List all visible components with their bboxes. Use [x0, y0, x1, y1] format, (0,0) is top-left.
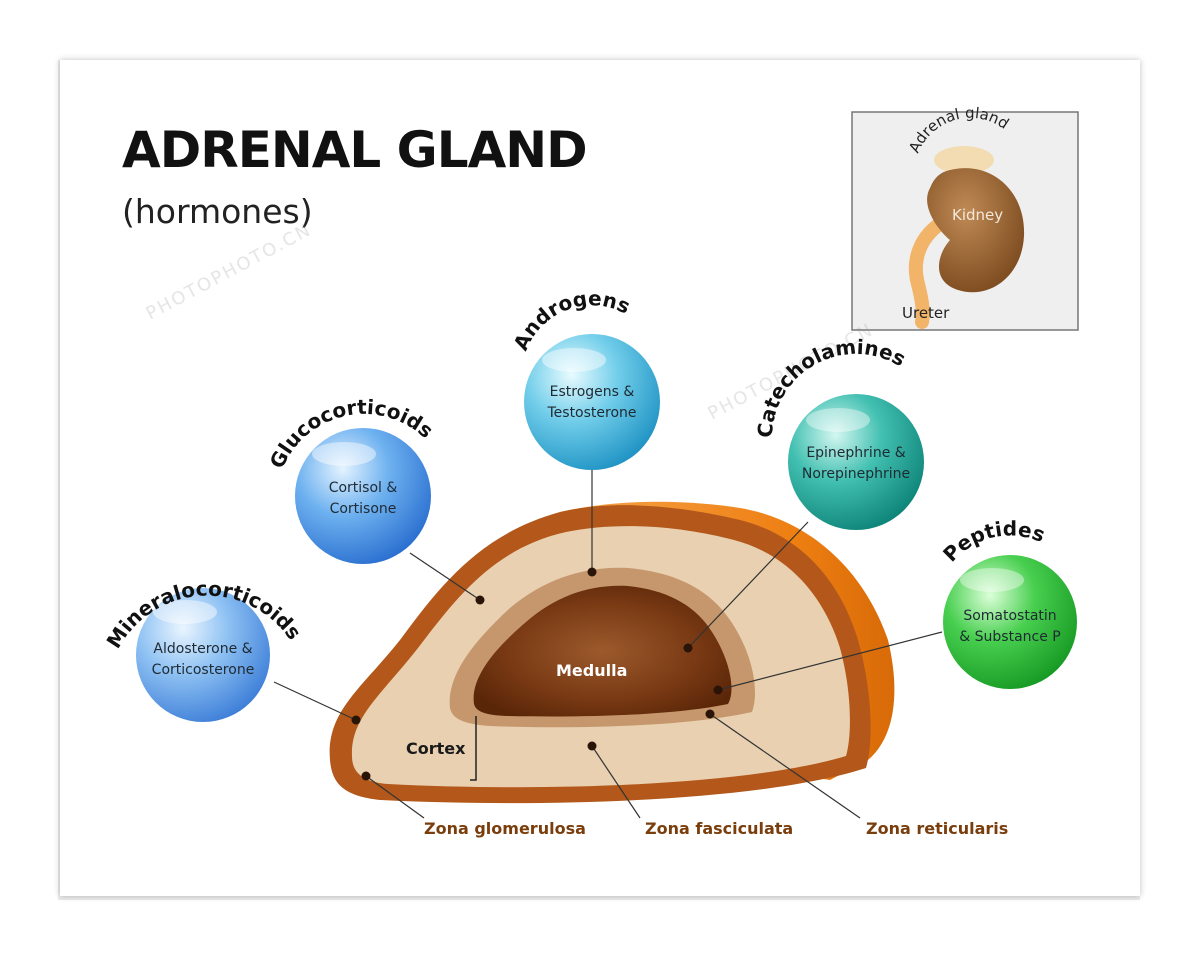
medulla-label: Medulla — [556, 661, 627, 680]
hormone-peptides: Somatostatin & Substance P Peptides — [938, 517, 1077, 689]
inset-panel: Adrenal gland Kidney Ureter — [851, 104, 1079, 331]
mineralo-ball — [136, 588, 270, 722]
dot-glomerulosa — [361, 771, 371, 781]
andro-highlight — [542, 348, 606, 372]
dot-gluco — [475, 595, 485, 605]
dot-reticularis — [705, 709, 715, 719]
gland-body: Medulla Cortex — [329, 501, 895, 804]
leader-reticularis — [709, 713, 861, 819]
leader-fasciculata — [591, 745, 641, 819]
dot-fasciculata — [587, 741, 597, 751]
gluco-highlight — [312, 442, 376, 466]
leader-gluco — [409, 552, 481, 601]
inset-adrenal-shape — [934, 146, 994, 174]
page-subtitle: (hormones) — [122, 192, 313, 231]
zona-glomerulosa-label: Zona glomerulosa — [424, 819, 586, 838]
peptides-ball — [943, 555, 1077, 689]
inset-ureter-label: Ureter — [902, 304, 950, 322]
andro-line2: Testosterone — [546, 405, 636, 421]
leader-catech — [687, 521, 809, 649]
andro-line1: Estrogens & — [550, 384, 635, 400]
medulla-shape — [473, 585, 732, 717]
leader-peptides — [717, 631, 943, 691]
watermark-1: PHOTOPHOTO.CN — [142, 219, 315, 324]
leader-dots — [351, 567, 723, 781]
zona-fasciculata-label: Zona fasciculata — [645, 819, 793, 838]
peptides-line2: & Substance P — [959, 629, 1060, 645]
dot-mineralo — [351, 715, 361, 725]
kidney-shape — [927, 168, 1025, 293]
catech-ball — [788, 394, 924, 530]
dot-peptides — [713, 685, 723, 695]
leader-mineralo — [273, 681, 357, 721]
ureter-shape — [908, 213, 953, 329]
dot-andro — [587, 567, 597, 577]
dot-catech — [683, 643, 693, 653]
cortex-label: Cortex — [406, 739, 466, 758]
cortex-bracket — [470, 716, 477, 781]
catech-line2: Norepinephrine — [802, 466, 910, 482]
catech-line1: Epinephrine & — [806, 445, 905, 461]
page-title: ADRENAL GLAND — [122, 121, 588, 179]
mineralo-highlight — [153, 600, 217, 624]
zona-reticularis-label: Zona reticularis — [866, 819, 1008, 838]
hormone-glucocorticoids: Cortisol & Cortisone Glucocorticoids — [265, 395, 438, 564]
mineralo-line1: Aldosterone & — [153, 641, 252, 657]
gluco-line2: Cortisone — [330, 501, 397, 517]
hormone-mineralocorticoids: Aldosterone & Corticosterone Mineralocor… — [102, 576, 306, 722]
inset-kidney-label: Kidney — [952, 206, 1003, 224]
andro-ball — [524, 334, 660, 470]
gluco-line1: Cortisol & — [329, 480, 398, 496]
mineralo-line2: Corticosterone — [152, 662, 255, 678]
catech-highlight — [806, 408, 870, 432]
gluco-ball — [295, 428, 431, 564]
peptides-highlight — [960, 568, 1024, 592]
leader-lines — [273, 470, 943, 819]
leader-glomerulosa — [365, 775, 425, 819]
hormone-catecholamines: Epinephrine & Norepinephrine Catecholami… — [753, 334, 924, 530]
hormone-androgens: Estrogens & Testosterone Androgens — [508, 286, 660, 470]
peptides-line1: Somatostatin — [963, 608, 1056, 624]
